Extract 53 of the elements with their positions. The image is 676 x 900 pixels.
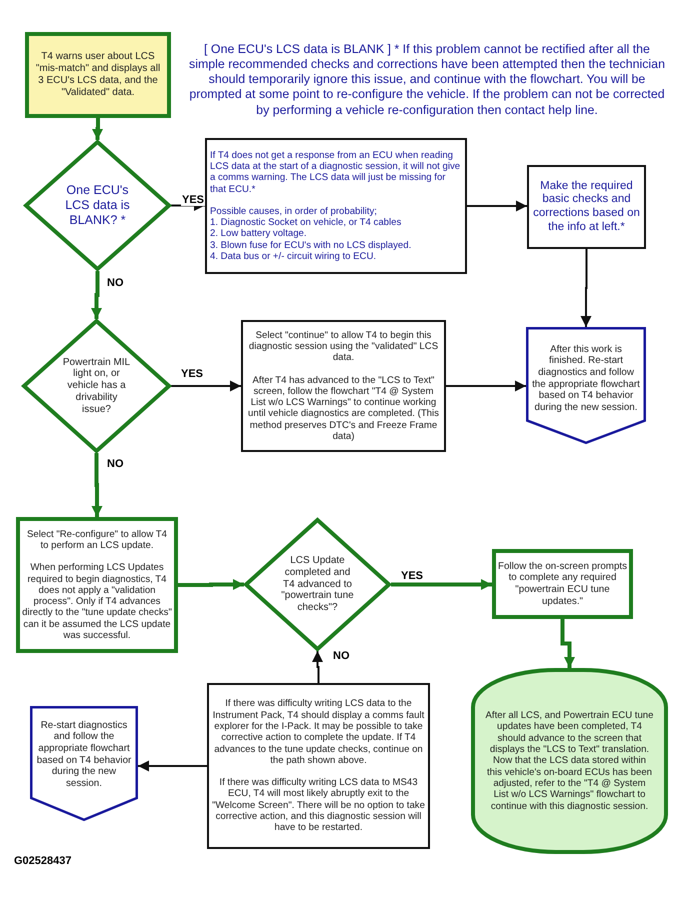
decision-diamond bbox=[22, 319, 171, 453]
arrow bbox=[391, 579, 492, 590]
edge-label: NO bbox=[332, 650, 350, 662]
arrow bbox=[92, 453, 102, 517]
node-text: After all LCS, and Powertrain ECU tune updates have been completed, T4 should advance to the screen that displays the "LCS to Text" translation. Now that the LCS data stored within this vehicle's on-board ECUs has been adjusted, refer to the "T4 @ System List w/o LCS Warnings" flowchart to continue with this diagnostic session. bbox=[485, 710, 654, 812]
arrow bbox=[91, 271, 102, 319]
figure-id: G02528437 bbox=[14, 855, 72, 868]
arrow bbox=[178, 579, 244, 590]
node-text: Select "Re-configure" to allow T4 to perform an LCS update. bbox=[26, 528, 168, 552]
edge-label: YES bbox=[180, 368, 204, 380]
list-item: 3. Blown fuse for ECU's with no LCS displayed. bbox=[210, 240, 412, 252]
node-text: Make the required basic checks and corrections based on the info at left.* bbox=[532, 180, 641, 234]
process-box bbox=[241, 320, 446, 452]
info-box bbox=[205, 138, 467, 274]
off-page-connector bbox=[30, 706, 138, 821]
arrow bbox=[312, 651, 323, 683]
edge-label: NO bbox=[106, 458, 124, 470]
node-text: T4 warns user about LCS "mis-match" and displays all 3 ECU's LCS data, and the "Validated" data. bbox=[34, 51, 162, 99]
node-text: Select "continue" to allow T4 to begin this diagnostic session using the "validated" LCS data. bbox=[248, 330, 440, 364]
node-text: When performing LCS Updates required to begin diagnostics, T4 does not apply a "validation process". Only if T4 advances directly to the "tune update checks" can it be assumed the LCS update was successful. bbox=[22, 562, 172, 642]
node-text: LCS Update completed and T4 advanced to "powertrain tune checks"? bbox=[280, 555, 355, 614]
edge-label: NO bbox=[106, 277, 124, 290]
decision-diamond bbox=[244, 518, 391, 651]
node-text: If T4 does not get a response from an ECU when reading LCS data at the start of a diagnostic session, it will not give a comms warning. The LCS data will just be missing for that ECU.* bbox=[210, 150, 462, 195]
node-text: After this work is finished. Re-start diagnostics and follow the appropriate flowchart based on T4 behavior during the new session. bbox=[531, 344, 641, 414]
arrow bbox=[92, 118, 103, 140]
node-text: If there was difficulty writing LCS data to MS43 ECU, T4 will most likely abruptly exit to the "Welcome Screen". There will be no option to take corrective action, and this diagnostic session will have to be restarted. bbox=[212, 777, 425, 834]
arrow bbox=[446, 380, 526, 392]
edge-label: YES bbox=[181, 194, 206, 206]
node-text: One ECU's LCS data is BLANK? * bbox=[64, 183, 131, 228]
note-text: [ One ECU's LCS data is BLANK ] * If this problem cannot be rectified after all the simple recommended checks and corrections have been attempted then the technician should temporarily ignore this issue, and continue with the flowchart. You will be prompted at some point to re-configure the vehicle. If the problem can not be corrected by performing a vehicle re-configuration then contact help line. bbox=[188, 42, 666, 118]
decision-diamond bbox=[24, 140, 171, 271]
arrow bbox=[580, 249, 592, 327]
list-item: 1. Diagnostic Socket on vehicle, or T4 cables bbox=[210, 217, 402, 228]
list-item: 2. Low battery voltage. bbox=[210, 228, 308, 240]
node-text: Follow the on-screen prompts to complete any required "powertrain ECU tune updates." bbox=[497, 560, 628, 608]
list-item: 4. Data bus or +/- circuit wiring to ECU. bbox=[210, 251, 378, 262]
node-text: If there was difficulty writing LCS data to the Instrument Pack, T4 should display a comms fault explorer for the I-Pack. It may be possible to take corrective action to complete the update. If T4 advances to the tune update checks, continue on the path shown above. bbox=[212, 698, 425, 766]
node-text: After T4 has advanced to the "LCS to Text" screen, follow the flowchart "T4 @ System List w/o LCS Warnings" to continue working until vehicle diagnostics are completed. (This method preserves DTC's and Freeze Frame data) bbox=[247, 374, 440, 442]
node-text: Possible causes, in order of probability; bbox=[210, 206, 378, 218]
off-page-connector bbox=[526, 327, 646, 444]
process-box bbox=[492, 549, 633, 619]
process-box bbox=[16, 517, 178, 653]
process-box bbox=[207, 683, 430, 849]
start-box bbox=[25, 32, 171, 118]
node-text: Re-start diagnostics and follow the appropriate flowchart based on T4 behavior during the new session. bbox=[36, 720, 132, 790]
arrow bbox=[138, 760, 207, 772]
arrow bbox=[467, 200, 527, 212]
process-box bbox=[527, 165, 646, 249]
arrow bbox=[171, 380, 241, 392]
edge-label: YES bbox=[400, 570, 424, 582]
node-text: Powertrain MIL light on, or vehicle has a drivability issue? bbox=[62, 356, 132, 416]
arrow bbox=[560, 619, 575, 668]
